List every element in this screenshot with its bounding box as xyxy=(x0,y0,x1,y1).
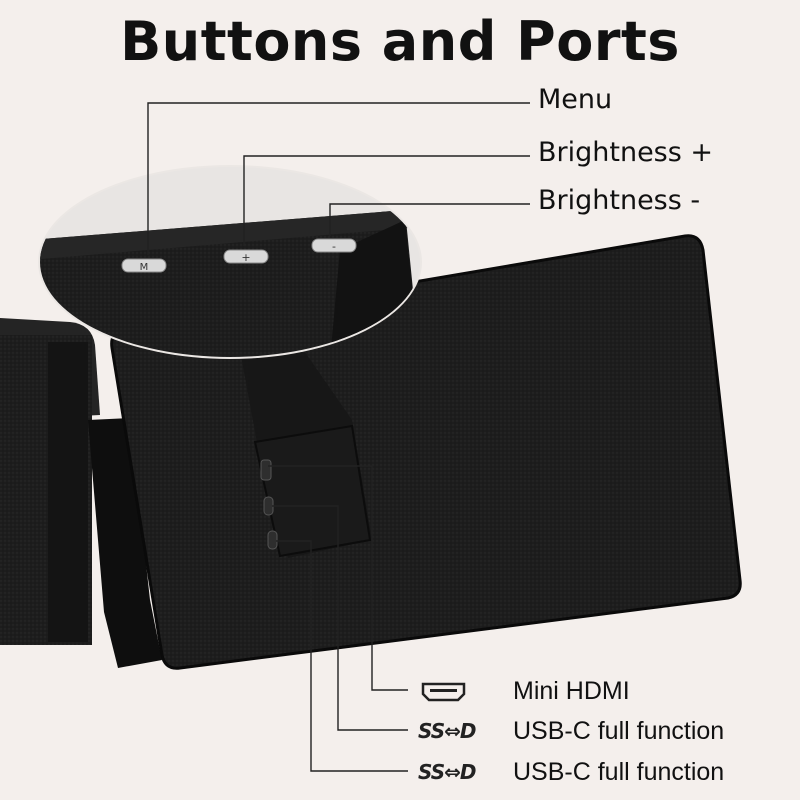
svg-text:M: M xyxy=(140,262,149,273)
usb-c-port-2 xyxy=(267,530,278,550)
brightness-down-label: Brightness - xyxy=(538,185,701,216)
usb-superspeed-displayport-icon: SS⇔D xyxy=(418,760,476,784)
svg-text:+: + xyxy=(241,251,250,264)
button-leader-lines xyxy=(147,102,530,255)
mini-hdmi-label: Mini HDMI xyxy=(513,677,630,705)
brightness-down-key[interactable]: - xyxy=(311,238,357,253)
page-title: Buttons and Ports xyxy=(120,10,680,73)
menu-key[interactable]: M xyxy=(121,258,167,273)
brightness-up-key[interactable]: + xyxy=(223,249,269,264)
left-screen-panel xyxy=(0,318,162,668)
button-zoom-inset: M + - xyxy=(38,165,422,359)
brightness-up-label: Brightness + xyxy=(538,137,714,168)
usb-c-label-2: USB-C full function xyxy=(513,758,725,786)
mini-hdmi-icon xyxy=(421,682,466,702)
menu-label: Menu xyxy=(538,84,613,115)
svg-text:-: - xyxy=(332,240,336,253)
usb-c-port-1 xyxy=(263,496,274,516)
port-leader-lines xyxy=(268,465,408,772)
usb-superspeed-displayport-icon: SS⇔D xyxy=(418,719,476,743)
mini-hdmi-port xyxy=(260,459,272,481)
usb-c-label-1: USB-C full function xyxy=(513,717,725,745)
device-ports xyxy=(260,459,278,550)
